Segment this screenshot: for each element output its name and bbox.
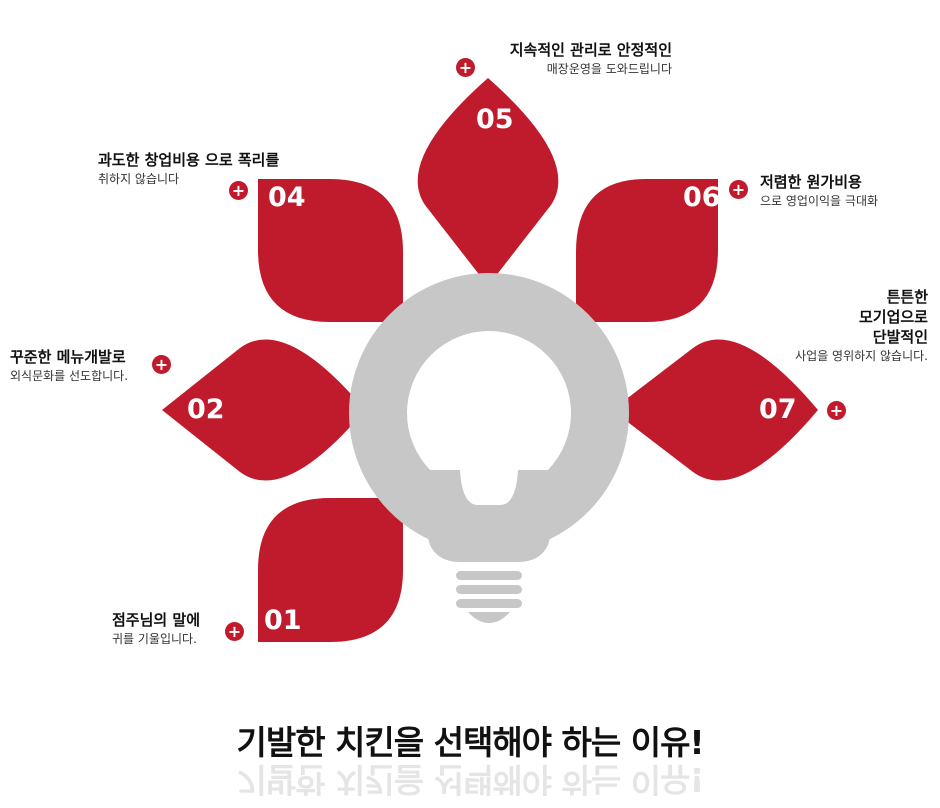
plus-circle-icon-07[interactable]: + [827, 401, 846, 420]
label-04-sub: 취하지 않습니다 [98, 172, 180, 186]
label-07: 튼튼한 모기업으로 단발적인 사업을 영위하지 않습니다. [795, 287, 928, 365]
label-01-sub: 귀를 기울입니다. [112, 632, 197, 646]
label-06: 저렴한 원가비용 으로 영업이익을 극대화 [760, 172, 878, 210]
light-bulb-icon [349, 273, 629, 623]
label-07-title-line2: 모기업으로 [858, 308, 928, 326]
petal-06 [576, 179, 718, 322]
petal-07 [612, 339, 818, 481]
label-01: 점주님의 말에 귀를 기울입니다. [112, 610, 200, 648]
label-01-title: 점주님의 말에 [112, 611, 201, 629]
label-07-sub: 사업을 영위하지 않습니다. [795, 349, 928, 363]
plus-circle-icon-02[interactable]: + [152, 355, 171, 374]
plus-circle-icon-04[interactable]: + [229, 181, 248, 200]
label-06-sub: 으로 영업이익을 극대화 [760, 194, 879, 208]
petal-number-05: 05 [476, 104, 514, 135]
headline-reflection: 기발한 치킨을 선택해야 하는 이유! [236, 760, 704, 799]
petal-number-02: 02 [187, 394, 225, 425]
petal-number-06: 06 [683, 182, 721, 213]
label-02: 꾸준한 메뉴개발로 외식문화를 선도합니다. [10, 347, 128, 385]
petal-04 [258, 179, 403, 322]
label-05: 지속적인 관리로 안정적인 매장운영을 도와드립니다 [510, 40, 672, 78]
label-04: 과도한 창업비용 으로 폭리를 취하지 않습니다 [98, 150, 279, 188]
petal-number-07: 07 [759, 394, 797, 425]
petal-02 [162, 339, 365, 481]
label-05-sub: 매장운영을 도와드립니다 [546, 62, 672, 76]
label-04-title: 과도한 창업비용 으로 폭리를 [98, 151, 280, 169]
petal-number-01: 01 [264, 605, 302, 636]
label-06-title: 저렴한 원가비용 [760, 173, 862, 191]
headline: 기발한 치킨을 선택해야 하는 이유! [236, 723, 704, 762]
petal-05 [417, 78, 559, 286]
label-07-title-line3: 단발적인 [872, 328, 928, 346]
label-05-title: 지속적인 관리로 안정적인 [509, 41, 672, 59]
label-02-sub: 외식문화를 선도합니다. [10, 369, 129, 383]
plus-circle-icon-05[interactable]: + [456, 58, 475, 77]
label-07-title-line1: 튼튼한 [886, 288, 928, 306]
plus-circle-icon-06[interactable]: + [729, 180, 748, 199]
label-02-title: 꾸준한 메뉴개발로 [10, 348, 126, 366]
petal-01 [258, 498, 403, 642]
petal-number-04: 04 [268, 182, 306, 213]
plus-circle-icon-01[interactable]: + [225, 622, 244, 641]
